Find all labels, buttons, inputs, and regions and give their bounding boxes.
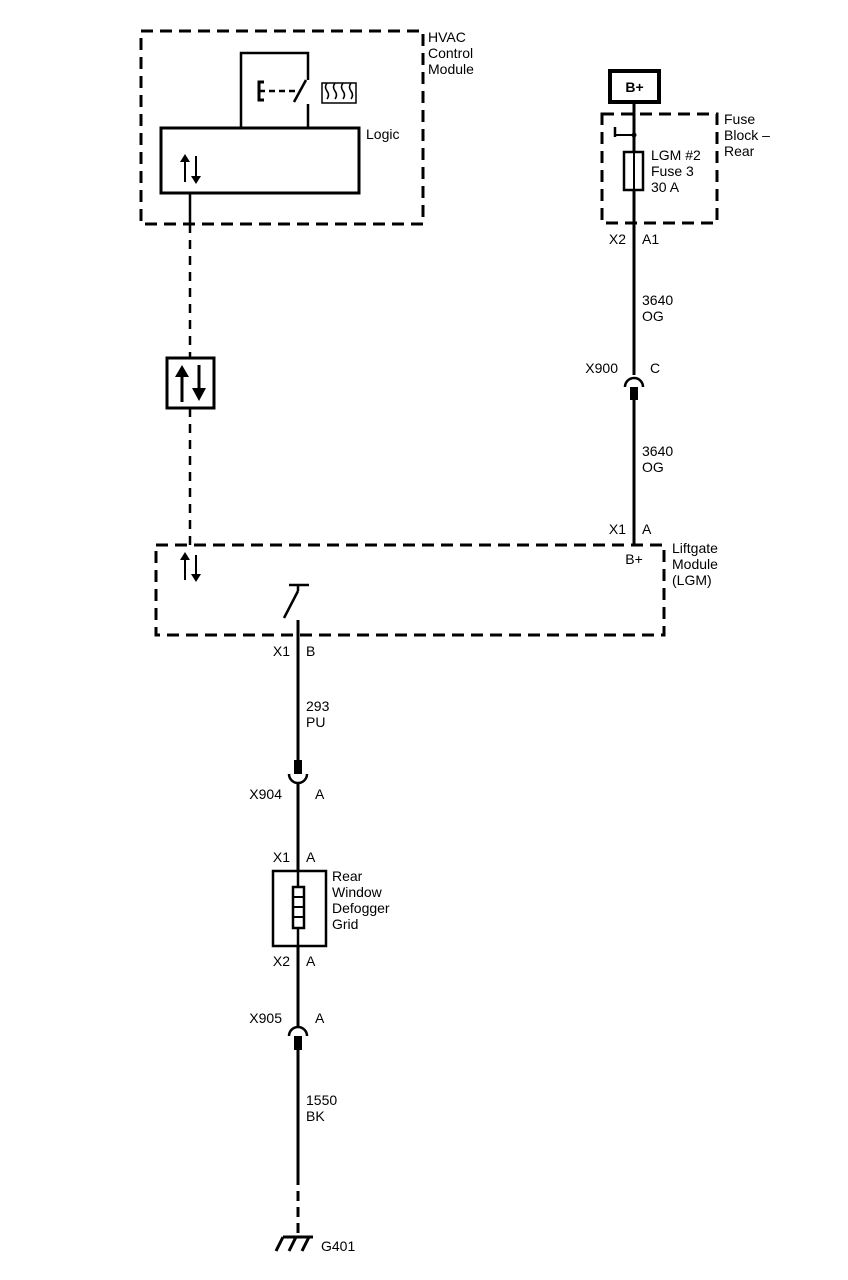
liftgate-module-boundary bbox=[154, 543, 666, 637]
hvac-logic-label: Logic bbox=[366, 126, 399, 142]
hvac-control-module: HVAC Control Module Logic bbox=[139, 29, 474, 226]
ground-label: G401 bbox=[321, 1238, 355, 1254]
wire-1550-color: BK bbox=[306, 1108, 325, 1124]
fuse-block-boundary bbox=[600, 112, 719, 225]
liftgate-module-label-3: (LGM) bbox=[672, 572, 712, 588]
bus-bar-icon bbox=[613, 127, 637, 138]
wire-293-circuit: 293 bbox=[306, 698, 330, 714]
hvac-module-boundary bbox=[139, 29, 425, 226]
liftgate-module: Liftgate Module (LGM) B+ bbox=[154, 540, 718, 637]
x904-pin: A bbox=[315, 786, 325, 802]
defogger-label-1: Rear bbox=[332, 868, 363, 884]
hvac-module-label-3: Module bbox=[428, 61, 474, 77]
b-plus-label: B+ bbox=[625, 79, 643, 95]
inline-connector-x900 bbox=[623, 376, 645, 400]
defogger-grid-icon bbox=[291, 871, 306, 946]
inline-connector-x905 bbox=[287, 1025, 309, 1050]
wire-3640-upper-color: OG bbox=[642, 308, 664, 324]
fuse-label-1: LGM #2 bbox=[651, 147, 701, 163]
x904-label: X904 bbox=[249, 786, 282, 802]
defogger-bottom-connector: X2 bbox=[273, 953, 290, 969]
hvac-module-label-2: Control bbox=[428, 45, 473, 61]
defogger-label-4: Grid bbox=[332, 916, 358, 932]
lgm-power-pin: A bbox=[642, 521, 652, 537]
lgm-serial-data-icon bbox=[180, 552, 201, 582]
wire-3640-lower-color: OG bbox=[642, 459, 664, 475]
inline-connector-x904 bbox=[287, 760, 309, 785]
defogger-top-connector: X1 bbox=[273, 849, 290, 865]
battery-positive-source: B+ bbox=[608, 69, 661, 104]
serial-data-icon bbox=[180, 154, 201, 184]
chassis-ground-icon bbox=[274, 1235, 313, 1252]
x900-pin: C bbox=[650, 360, 660, 376]
lgm-b-plus-label: B+ bbox=[625, 551, 643, 567]
lgm-output-connector: X1 bbox=[273, 643, 290, 659]
defogger-label-3: Defogger bbox=[332, 900, 390, 916]
fuse-label-2: Fuse 3 bbox=[651, 163, 694, 179]
rear-defrost-icon bbox=[321, 82, 357, 104]
x905-pin: A bbox=[315, 1010, 325, 1026]
lgm-output-switch-icon bbox=[282, 583, 309, 619]
fuse-block-label-1: Fuse bbox=[724, 111, 755, 127]
fuse-block-rear: Fuse Block – Rear LGM #2 Fuse 3 30 A bbox=[600, 111, 770, 225]
hvac-switch-enclosure bbox=[239, 51, 310, 128]
x905-label: X905 bbox=[249, 1010, 282, 1026]
rear-window-defogger-grid: Rear Window Defogger Grid bbox=[271, 868, 390, 948]
hvac-module-label-1: HVAC bbox=[428, 29, 466, 45]
wire-1550-circuit: 1550 bbox=[306, 1092, 337, 1108]
x900-label: X900 bbox=[585, 360, 618, 376]
defogger-top-pin: A bbox=[306, 849, 316, 865]
electronic-switch-icon bbox=[257, 79, 308, 103]
fuse-block-pin: A1 bbox=[642, 231, 659, 247]
fuse-block-label-3: Rear bbox=[724, 143, 755, 159]
fuse-block-label-2: Block – bbox=[724, 127, 770, 143]
fuse-block-connector: X2 bbox=[609, 231, 626, 247]
hvac-logic-block bbox=[159, 126, 361, 195]
wire-293-color: PU bbox=[306, 714, 325, 730]
wire-3640-lower-circuit: 3640 bbox=[642, 443, 673, 459]
wire-3640-upper-circuit: 3640 bbox=[642, 292, 673, 308]
lgm-output-pin: B bbox=[306, 643, 315, 659]
defogger-label-2: Window bbox=[332, 884, 383, 900]
serial-data-bus-icon bbox=[165, 356, 216, 410]
fuse-label-3: 30 A bbox=[651, 179, 680, 195]
lgm-power-connector: X1 bbox=[609, 521, 626, 537]
liftgate-module-label-1: Liftgate bbox=[672, 540, 718, 556]
liftgate-module-label-2: Module bbox=[672, 556, 718, 572]
defogger-bottom-pin: A bbox=[306, 953, 316, 969]
